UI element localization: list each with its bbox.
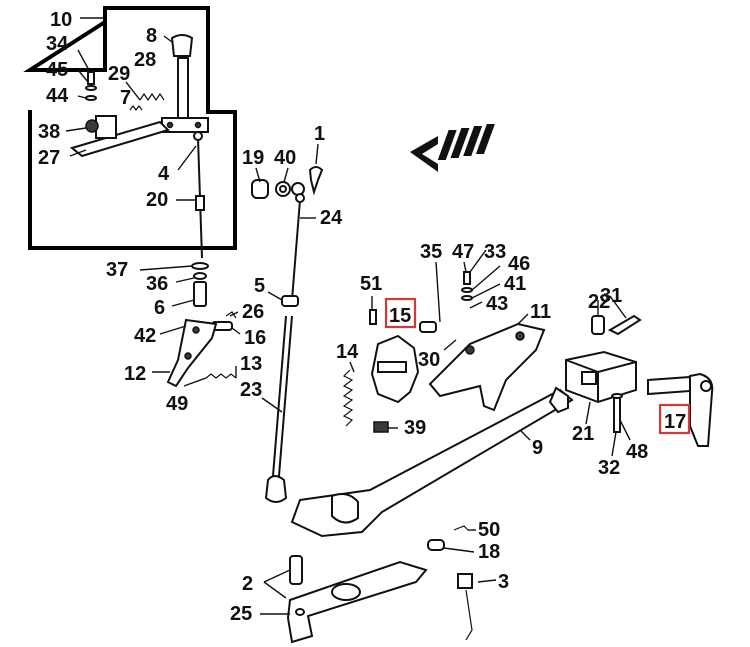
part-29-spring (139, 92, 165, 102)
part-5-nut (281, 295, 299, 307)
callout-18: 18 (478, 541, 500, 563)
callout-33: 33 (484, 241, 506, 263)
callout-24: 24 (320, 207, 343, 229)
part-14-spring (342, 361, 355, 427)
callout-31: 31 (600, 285, 622, 307)
callout-9: 9 (532, 437, 543, 459)
part-23-rod (261, 315, 293, 503)
callout-27: 27 (38, 147, 60, 169)
callout-35: 35 (420, 241, 442, 263)
parts-19-40-1 (251, 143, 324, 199)
callout-28: 28 (134, 49, 156, 71)
callout-20: 20 (146, 189, 168, 211)
callout-41: 41 (504, 273, 526, 295)
parts-11-cluster (419, 249, 546, 412)
callout-16: 16 (244, 327, 266, 349)
callout-43: 43 (486, 293, 508, 315)
parts-37-36-6 (139, 262, 209, 307)
callout-48: 48 (626, 441, 648, 463)
callout-51: 51 (360, 273, 382, 295)
callout-8: 8 (146, 25, 157, 47)
callout-45: 45 (46, 59, 68, 81)
part-13-spring (183, 366, 237, 387)
callout-12: 12 (124, 363, 146, 385)
callout-34: 34 (46, 33, 69, 55)
callout-23: 23 (240, 379, 262, 401)
callout-26: 26 (242, 301, 264, 323)
part-15-hook (369, 296, 420, 433)
callout-10: 10 (50, 9, 72, 31)
callout-22: 22 (588, 291, 610, 313)
highlight-box-17 (658, 403, 691, 435)
parts-32-48-bolt (611, 393, 631, 457)
callout-50: 50 (478, 519, 500, 541)
callout-36: 36 (146, 273, 168, 295)
direction-arrow-icon (410, 124, 495, 172)
callout-2: 2 (242, 573, 253, 595)
part-27-plate (69, 115, 170, 158)
part-28-lever (161, 57, 209, 133)
part-17-hitch-pin (647, 372, 714, 447)
callout-25: 25 (230, 603, 252, 625)
part-24-rod (291, 193, 316, 301)
callout-44: 44 (46, 85, 69, 107)
callout-39: 39 (404, 417, 426, 439)
part-9-arm (290, 386, 574, 538)
callout-5: 5 (254, 275, 265, 297)
inset-frame (23, 6, 237, 250)
callout-21: 21 (572, 423, 594, 445)
parts-34-45-44-hardware (77, 49, 97, 101)
callout-29: 29 (108, 63, 130, 85)
callout-32: 32 (598, 457, 620, 479)
parts-50-18 (427, 525, 476, 553)
callout-6: 6 (154, 297, 165, 319)
callout-7: 7 (120, 87, 131, 109)
callout-42: 42 (134, 325, 156, 347)
highlight-box-15 (384, 297, 417, 329)
callout-15: 15 (389, 305, 411, 327)
parts-22-31 (591, 295, 642, 336)
callout-37: 37 (106, 259, 128, 281)
callout-13: 13 (240, 353, 262, 375)
callout-47: 47 (452, 241, 474, 263)
callout-4: 4 (158, 163, 170, 185)
part-8-knob (163, 34, 194, 57)
callout-3: 3 (498, 571, 509, 593)
callout-46: 46 (508, 253, 530, 275)
callout-30: 30 (418, 349, 440, 371)
part-25-drawbar (260, 555, 497, 644)
callout-1: 1 (314, 123, 325, 145)
callout-14: 14 (336, 341, 359, 363)
part-20-rod (176, 131, 205, 259)
part-21-block (565, 350, 637, 425)
callout-49: 49 (166, 393, 188, 415)
callout-11: 11 (530, 301, 551, 323)
callout-19: 19 (242, 147, 264, 169)
parts-26-16-42-12 (152, 311, 241, 388)
part-7-spring (129, 105, 143, 111)
callout-40: 40 (274, 147, 296, 169)
callout-38: 38 (38, 121, 60, 143)
callout-17: 17 (664, 411, 686, 433)
